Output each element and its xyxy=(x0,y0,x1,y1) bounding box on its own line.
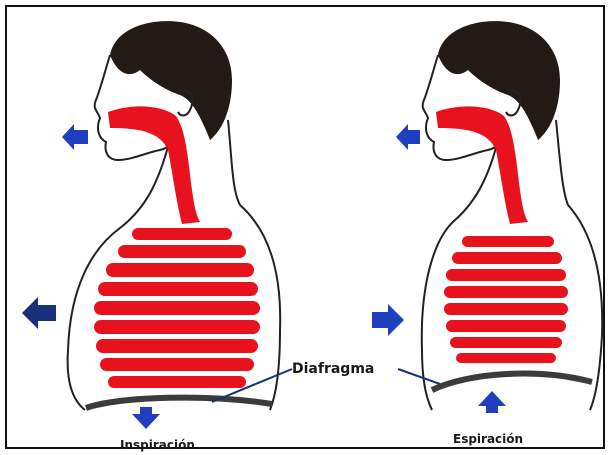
arrow-down-diaphragm-icon xyxy=(132,407,160,429)
diaphragm-inspiration xyxy=(86,398,272,408)
figure-inspiration xyxy=(22,21,280,429)
diaphragm-label: Diafragma xyxy=(292,361,374,377)
airway-expiration xyxy=(436,106,528,224)
arrow-in-chest-icon xyxy=(372,304,404,336)
diaphragm-leader-right xyxy=(398,369,440,384)
expiration-label: Espiración xyxy=(453,432,523,446)
arrow-up-diaphragm-icon xyxy=(478,391,506,413)
rib-cage-inspiration xyxy=(94,228,260,388)
diaphragm-expiration xyxy=(432,374,592,390)
arrow-out-chest-icon xyxy=(22,297,56,329)
figure-expiration xyxy=(372,21,602,413)
rib-cage-expiration xyxy=(444,236,568,363)
arrow-in-nose-icon xyxy=(62,124,88,150)
inspiration-label: Inspiración xyxy=(120,438,195,452)
airway-inspiration xyxy=(108,106,200,224)
arrow-out-nose-icon xyxy=(396,124,420,150)
